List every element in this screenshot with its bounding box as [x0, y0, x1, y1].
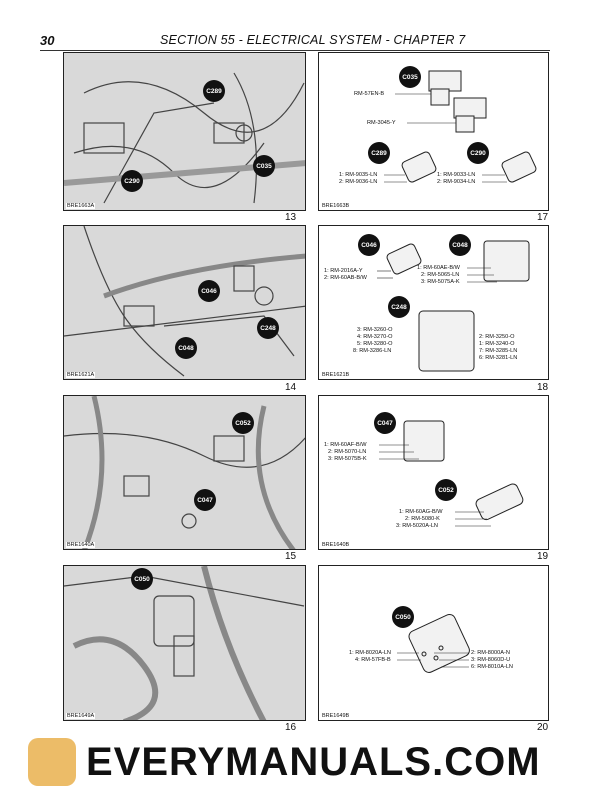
figure-code: BRE1640A [66, 542, 96, 548]
wire-label: 2: RM-5080-K [405, 516, 440, 522]
connector-badge-c248: C248 [257, 317, 279, 339]
wire-label: 1: RM-3240-O [479, 341, 515, 347]
photo-figure-13: C289 C290 C035 BRE1663A [63, 52, 306, 211]
photo-figure-15: C052 C047 BRE1640A [63, 395, 306, 550]
figure-number: 15 [285, 551, 297, 562]
wire-label: RM-3045-Y [367, 120, 396, 126]
figure-code: BRE1663B [321, 203, 351, 209]
figure-number: 16 [285, 722, 297, 733]
engine-harness-illustration [64, 226, 305, 377]
wire-label: 1: RM-8020A-LN [349, 650, 391, 656]
diagram-figure-18: C046 1: RM-2016A-Y 2: RM-60AB-B/W C048 1… [318, 225, 549, 380]
engine-harness-illustration [64, 396, 305, 549]
connector-drawings [384, 70, 537, 183]
wire-label: 2: RM-8000A-N [471, 650, 510, 656]
wire-label: 4: RM-57FB-B [355, 657, 391, 663]
wire-label: 1: RM-60AG-B/W [399, 509, 443, 515]
figure-code: BRE1663A [66, 203, 96, 209]
connector-drawings [397, 613, 470, 673]
connector-badge-c248: C248 [388, 296, 410, 318]
wire-label: 1: RM-60AE-B/W [417, 265, 460, 271]
wire-label: 3: RM-3260-O [357, 327, 393, 333]
figure-number: 18 [537, 382, 549, 393]
connector-badge-c035: C035 [253, 155, 275, 177]
wire-label: 2: RM-5070-LN [328, 449, 367, 455]
connector-badge-c048: C048 [175, 337, 197, 359]
section-title: SECTION 55 - ELECTRICAL SYSTEM - CHAPTER… [160, 33, 466, 47]
wire-label: RM-57EN-B [354, 91, 385, 97]
connector-badge-c035: C035 [399, 66, 421, 88]
wire-label: 2: RM-60AB-B/W [324, 275, 367, 281]
photo-figure-14: C046 C248 C048 BRE1621A [63, 225, 306, 380]
figure-code: BRE1649A [66, 713, 96, 719]
connector-badge-c048: C048 [449, 234, 471, 256]
connector-badge-c052: C052 [232, 412, 254, 434]
connector-badge-c047: C047 [374, 412, 396, 434]
wire-label: 1: RM-9035-LN [339, 172, 378, 178]
wire-label: 2: RM-9036-LN [339, 179, 378, 185]
engine-harness-illustration [64, 566, 305, 720]
figure-code: BRE1640B [321, 542, 351, 548]
figure-number: 17 [537, 212, 549, 223]
wire-label: 1: RM-2016A-Y [324, 268, 363, 274]
connector-drawings [379, 420, 524, 527]
connector-badge-c050: C050 [392, 606, 414, 628]
figure-number: 13 [285, 212, 297, 223]
watermark-logo [28, 738, 76, 786]
wire-label: 6: RM-8010A-LN [471, 664, 513, 670]
header-divider [40, 50, 550, 51]
connector-badge-c046: C046 [358, 234, 380, 256]
wire-label: 6: RM-3281-LN [479, 355, 518, 361]
wire-label: 3: RM-8060D-U [471, 657, 511, 663]
figure-number: 20 [537, 722, 549, 733]
engine-harness-illustration [64, 72, 305, 204]
connector-drawings [377, 240, 530, 372]
wire-label: 4: RM-3270-O [357, 334, 393, 340]
watermark-text: EVERYMANUALS.COM [86, 740, 541, 784]
connector-badge-c050: C050 [131, 568, 153, 590]
connector-badge-c290: C290 [121, 170, 143, 192]
connector-badge-c289: C289 [368, 142, 390, 164]
wire-label: 8: RM-3286-LN [353, 348, 392, 354]
wire-label: 7: RM-3285-LN [479, 348, 518, 354]
connector-badge-c052: C052 [435, 479, 457, 501]
diagram-figure-19: C047 1: RM-60AF-B/W 2: RM-5070-LN 3: RM-… [318, 395, 549, 550]
wire-label: 1: RM-9033-LN [437, 172, 476, 178]
connector-badge-c289: C289 [203, 80, 225, 102]
figure-code: BRE1621A [66, 372, 96, 378]
wire-label: 2: RM-3250-O [479, 334, 515, 340]
connector-badge-c290: C290 [467, 142, 489, 164]
connector-badge-c046: C046 [198, 280, 220, 302]
diagram-figure-17: C035 RM-57EN-B RM-3045-Y C289 1: RM-9035… [318, 52, 549, 211]
wire-label: 2: RM-9034-LN [437, 179, 476, 185]
figure-number: 14 [285, 382, 297, 393]
figure-number: 19 [537, 551, 549, 562]
wire-label: 3: RM-5020A-LN [396, 523, 438, 529]
figure-code: BRE1649B [321, 713, 351, 719]
diagram-figure-20: C050 1: RM-8020A-LN 4: RM-57FB-B 2: RM-8… [318, 565, 549, 721]
wire-label: 1: RM-60AF-B/W [324, 442, 367, 448]
figure-code: BRE1621B [321, 372, 351, 378]
wire-label: 3: RM-5075B-K [328, 456, 367, 462]
wire-label: 2: RM-5065-LN [421, 272, 460, 278]
wire-label: 5: RM-3280-O [357, 341, 393, 347]
wire-label: 3: RM-5075A-K [421, 279, 460, 285]
connector-badge-c047: C047 [194, 489, 216, 511]
page-number: 30 [40, 33, 55, 48]
photo-figure-16: C050 BRE1649A [63, 565, 306, 721]
